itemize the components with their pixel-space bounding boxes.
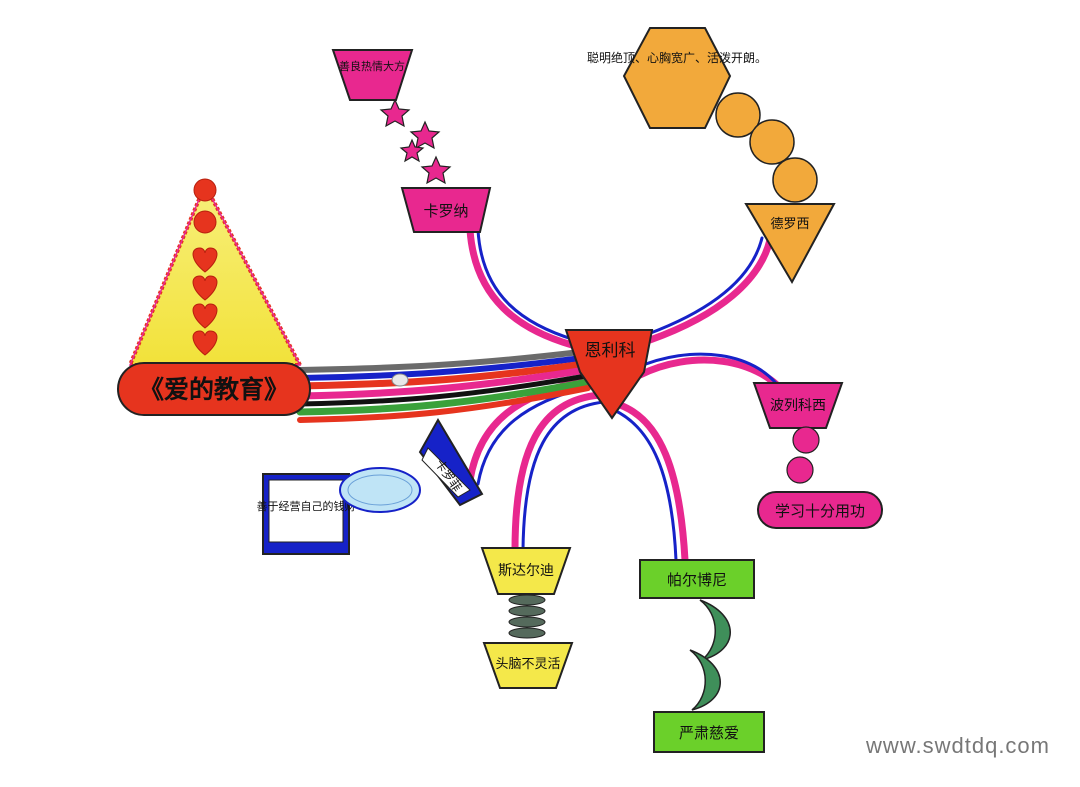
perboni-group: 帕尔博尼 严肃慈爱 [639,559,765,753]
center-node: 恩利科 [564,329,654,420]
watermark: www.swdtdq.com [866,733,1050,758]
garrone-trait: 善于经营自己的钱财 [257,499,356,513]
garrone-group: 善于经营自己的钱财 卡罗菲 [257,418,484,555]
derossi-label: 德罗西 [770,217,809,232]
perboni-label: 帕尔博尼 [667,571,727,589]
main-trunk [296,349,592,423]
precossi-trait: 学习十分用功 [775,502,865,520]
spring-chain [508,594,546,639]
heart-triangle [127,178,304,367]
center-label: 恩利科 [585,341,636,361]
precossi-group: 波列科西 学习十分用功 [752,382,883,529]
star-chain [379,98,452,185]
karona-top-label: 卡罗纳 [423,202,468,220]
branch-line-stardi [511,391,604,554]
derossi-group: 聪明绝顶、心胸宽广、活泼开朗。 德罗西 [587,27,836,285]
branch-line-perboni [616,401,689,564]
title-text: 《爱的教育》 [139,375,289,404]
stardi-label: 斯达尔迪 [498,563,554,579]
title-node: 《爱的教育》 [117,362,311,416]
derossi-trait: 聪明绝顶、心胸宽广、活泼开朗。 [587,50,767,65]
perboni-trait: 严肃慈爱 [679,724,739,742]
stardi-group: 斯达尔迪 头脑不灵活 [480,547,574,689]
karona-top-trait: 善良热情大方 [339,59,405,73]
crescent-chain [689,599,731,711]
karona-top-group: 善良热情大方 卡罗纳 [331,49,492,233]
branch-line-karona-top [466,226,576,349]
stardi-trait: 头脑不灵活 [495,657,560,672]
orange-circle-chain [715,92,818,203]
precossi-label: 波列科西 [770,398,826,414]
branch-line-derossi [646,236,774,344]
